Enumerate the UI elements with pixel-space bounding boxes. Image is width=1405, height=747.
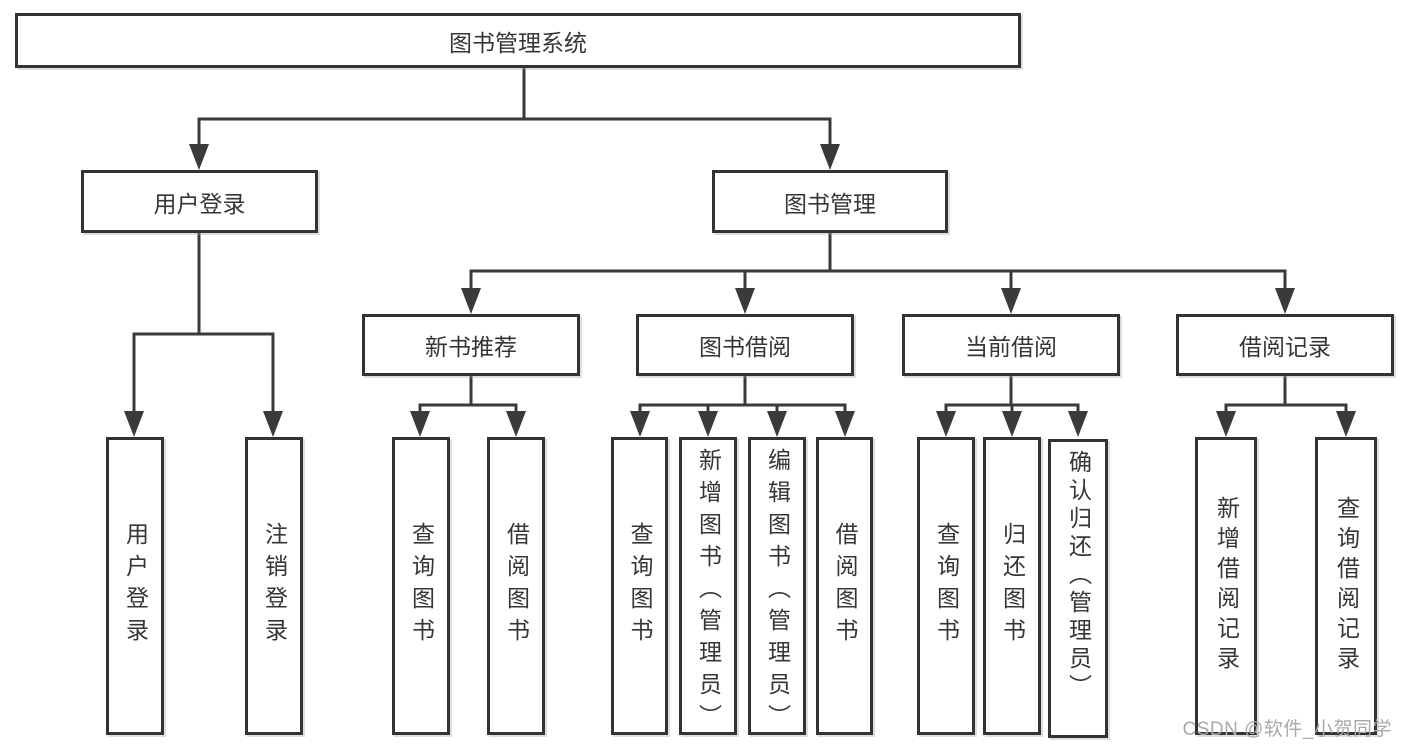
leaf-add-borrow-record: 新增借阅记录	[1195, 437, 1257, 735]
leaf-logout-label: 注销登录	[261, 522, 288, 650]
leaf-user-login: 用户登录	[106, 437, 164, 735]
leaf-return-books: 归还图书	[983, 437, 1041, 735]
node-borrowing-records-label: 借阅记录	[1239, 334, 1331, 360]
node-book-management: 图书管理	[712, 170, 948, 233]
node-library-system: 图书管理系统	[15, 13, 1021, 68]
arrowheads-borrow-record-group	[1216, 411, 1356, 437]
leaf-add-borrow-record-label: 新增借阅记录	[1213, 496, 1240, 676]
node-user-login-label: 用户登录	[153, 190, 246, 217]
connector-root-to-level2	[197, 68, 832, 146]
arrowheads-user-login-group	[124, 411, 283, 437]
leaf-confirm-return-admin-label: 确认归还（管理员）	[1065, 450, 1092, 702]
node-current-borrowing: 当前借阅	[902, 314, 1120, 376]
leaf-query-borrow-record: 查询借阅记录	[1315, 437, 1377, 735]
leaf-logout: 注销登录	[245, 437, 303, 735]
arrowheads-book-borrow-group	[630, 411, 855, 437]
leaf-add-book-admin-label: 新增图书（管理员）	[695, 448, 722, 736]
node-book-borrowing-label: 图书借阅	[699, 334, 791, 360]
leaf-confirm-return-admin: 确认归还（管理员）	[1048, 439, 1108, 738]
arrowheads-level2	[189, 144, 840, 170]
leaf-query-books-current-label: 查询图书	[933, 522, 960, 650]
leaf-return-books-label: 归还图书	[999, 522, 1026, 650]
connector-borrow-record-group	[1224, 376, 1348, 414]
connector-new-book-group	[418, 376, 518, 414]
connector-current-borrow-group	[944, 376, 1080, 414]
leaf-query-books-borrowing-label: 查询图书	[627, 522, 653, 650]
leaf-borrow-books-borrowing-label: 借阅图书	[832, 522, 858, 650]
leaf-query-books-borrowing: 查询图书	[611, 437, 668, 735]
leaf-borrow-books-recommend: 借阅图书	[487, 437, 545, 735]
connector-user-login-group	[132, 233, 275, 414]
node-book-management-label: 图书管理	[784, 190, 876, 217]
arrowheads-level3	[461, 288, 1295, 314]
leaf-user-login-label: 用户登录	[122, 522, 149, 650]
connector-book-management-group	[469, 233, 1287, 291]
node-library-system-label: 图书管理系统	[449, 29, 587, 56]
leaf-query-books-recommend: 查询图书	[392, 437, 450, 735]
leaf-query-books-current: 查询图书	[917, 437, 975, 735]
arrowheads-current-borrow-group	[936, 411, 1088, 437]
node-new-book-recommend-label: 新书推荐	[425, 334, 517, 360]
node-book-borrowing: 图书借阅	[636, 314, 854, 376]
node-user-login: 用户登录	[81, 170, 318, 233]
csdn-watermark: CSDN @软件_小贺同学	[1182, 719, 1392, 740]
node-current-borrowing-label: 当前借阅	[965, 334, 1057, 360]
leaf-query-books-recommend-label: 查询图书	[408, 522, 435, 650]
node-borrowing-records: 借阅记录	[1176, 314, 1394, 376]
leaf-query-borrow-record-label: 查询借阅记录	[1333, 496, 1360, 676]
node-new-book-recommend: 新书推荐	[362, 314, 580, 376]
arrowheads-new-book-group	[410, 411, 526, 437]
leaf-edit-book-admin: 编辑图书（管理员）	[748, 437, 806, 736]
leaf-borrow-books-recommend-label: 借阅图书	[503, 522, 530, 650]
leaf-edit-book-admin-label: 编辑图书（管理员）	[764, 448, 791, 736]
leaf-borrow-books-borrowing: 借阅图书	[816, 437, 873, 735]
connector-book-borrow-group	[638, 376, 847, 414]
leaf-add-book-admin: 新增图书（管理员）	[679, 437, 737, 736]
